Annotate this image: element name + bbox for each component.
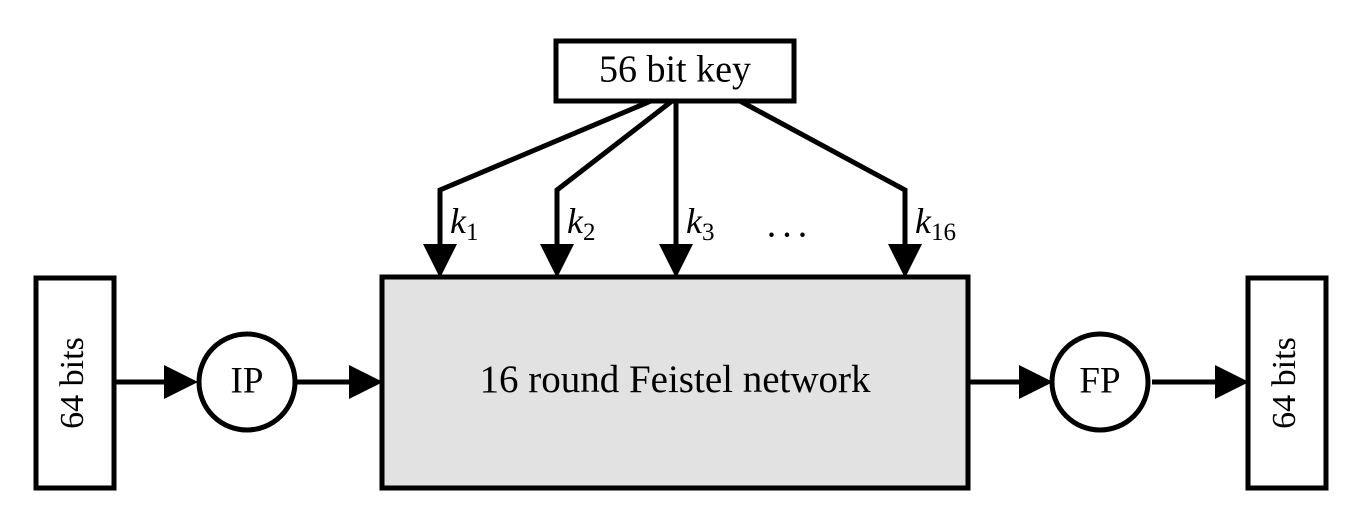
arrowhead-into-feistel [349,365,383,399]
arrowhead-k2 [540,244,574,278]
round-key-label-k3: k3 [686,201,714,245]
initial-permutation-circle [196,331,298,433]
output-block-label: 64 bits [1266,337,1303,429]
round-key-subscript-k2: 2 [583,219,596,246]
round-key-base-k16: k [915,201,932,241]
key-block-rect [553,38,797,104]
round-key-base-k1: k [450,201,467,241]
initial-permutation-label: IP [231,360,264,401]
input-block-rect [33,275,117,491]
arrowhead-k3 [659,244,693,278]
initial-permutation-node[interactable]: IP [196,331,298,433]
key-block[interactable]: 56 bit key [553,38,797,104]
round-key-subscript-k3: 3 [702,219,715,246]
input-block[interactable]: 64 bits [33,275,117,491]
round-key-subscript-k16: 16 [931,219,956,246]
round-key-labels: k1 k2 k3 k16 ... [450,201,956,245]
key-line-k1 [437,98,652,262]
arrowhead-k1 [423,244,457,278]
key-distribution-lines [437,98,908,262]
key-line-k16 [738,98,908,262]
round-key-label-k1: k1 [450,201,478,245]
key-line-k2 [554,99,674,262]
final-permutation-circle [1049,331,1151,433]
round-key-subscript-k1: 1 [466,219,479,246]
final-permutation-label: FP [1079,360,1120,401]
round-key-label-k2: k2 [567,201,595,245]
arrowhead-into-output [1215,365,1249,399]
output-block[interactable]: 64 bits [1245,275,1329,491]
arrowhead-k16 [888,244,922,278]
input-block-label: 64 bits [54,337,91,429]
arrowhead-into-fp [1019,365,1053,399]
data-path-arrowheads [164,365,1249,399]
round-key-ellipsis: ... [767,204,814,246]
feistel-block[interactable]: 16 round Feistel network [379,274,971,491]
output-block-rect [1245,275,1329,491]
key-block-label: 56 bit key [599,49,751,91]
feistel-block-rect [379,274,971,491]
round-key-base-k2: k [567,201,584,241]
key-arrowheads [423,244,922,278]
feistel-block-label: 16 round Feistel network [479,358,871,401]
round-key-base-k3: k [686,201,703,241]
final-permutation-node[interactable]: FP [1049,331,1151,433]
round-key-label-k16: k16 [915,201,956,245]
arrowhead-into-ip [164,365,198,399]
